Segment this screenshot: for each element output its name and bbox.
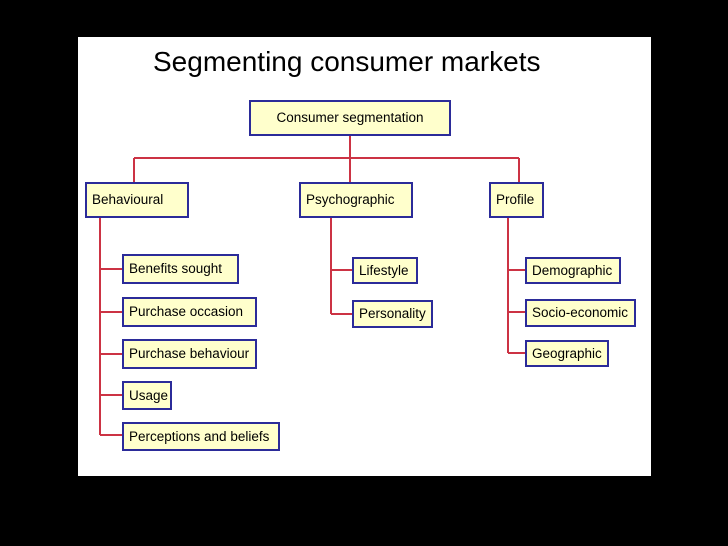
node-personality: Personality — [352, 300, 433, 328]
node-usage: Usage — [122, 381, 172, 410]
node-geographic: Geographic — [525, 340, 609, 367]
node-demographic: Demographic — [525, 257, 621, 284]
node-socio-economic: Socio-economic — [525, 299, 636, 327]
node-perceptions-and-beliefs: Perceptions and beliefs — [122, 422, 280, 451]
node-purchase-occasion: Purchase occasion — [122, 297, 257, 327]
diagram-title: Segmenting consumer markets — [153, 46, 541, 77]
slide: Segmenting consumer markets Consumer seg… — [78, 37, 651, 476]
category-psychographic: Psychographic — [299, 182, 413, 218]
category-behavioural: Behavioural — [85, 182, 189, 218]
root-node: Consumer segmentation — [249, 100, 451, 136]
node-purchase-behaviour: Purchase behaviour — [122, 339, 257, 369]
category-profile: Profile — [489, 182, 544, 218]
node-lifestyle: Lifestyle — [352, 257, 418, 284]
node-benefits-sought: Benefits sought — [122, 254, 239, 284]
connector-lines — [99, 136, 525, 436]
